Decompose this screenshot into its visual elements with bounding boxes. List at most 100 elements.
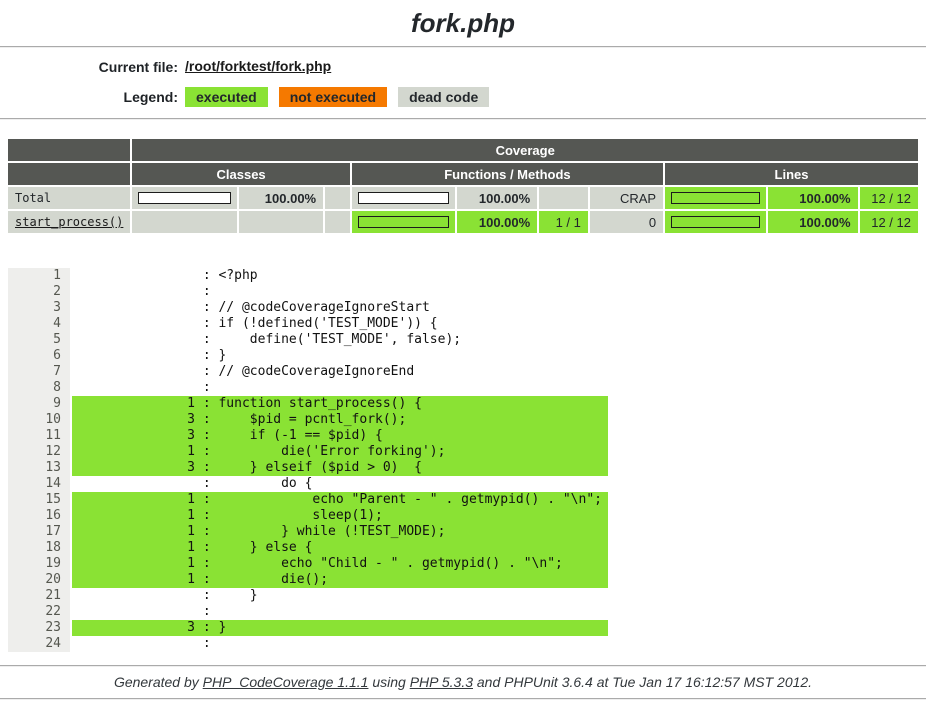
php-link[interactable]: PHP 5.3.3 xyxy=(409,674,473,690)
lines-ratio-cell: 12 / 12 xyxy=(859,187,918,209)
line-number: 18 xyxy=(8,540,70,556)
execution-count: 1 xyxy=(187,572,195,587)
separator: : xyxy=(195,284,219,299)
line-number: 11 xyxy=(8,428,70,444)
code-text: function start_process() { xyxy=(218,396,422,411)
code-text: // @codeCoverageIgnoreStart xyxy=(218,300,430,315)
separator: : xyxy=(195,460,219,475)
legend-item-dead: dead code xyxy=(398,87,490,107)
footer-mid: using xyxy=(368,674,410,690)
line-content: 3 : $pid = pcntl_fork(); xyxy=(72,412,608,428)
execution-count: 3 xyxy=(187,428,195,443)
classes-pct-cell: 100.00% xyxy=(239,187,324,209)
separator: : xyxy=(195,348,219,363)
code-text: define('TEST_MODE', false); xyxy=(218,332,462,347)
code-line: 22 : xyxy=(8,604,926,620)
functions-ratio-cell xyxy=(539,187,588,209)
line-number: 1 xyxy=(8,268,70,284)
coverage-header-row: Coverage xyxy=(8,139,918,161)
separator: : xyxy=(195,412,219,427)
separator: : xyxy=(195,588,219,603)
execution-count: 3 xyxy=(187,620,195,635)
line-content: : <?php xyxy=(72,268,608,284)
code-text: } while (!TEST_MODE); xyxy=(218,524,446,539)
lines-header: Lines xyxy=(665,163,918,185)
separator: : xyxy=(195,604,219,619)
code-line: 13 3 : } elseif ($pid > 0) { xyxy=(8,460,926,476)
code-line: 21 : } xyxy=(8,588,926,604)
line-content: 1 : sleep(1); xyxy=(72,508,608,524)
code-line: 6 : } xyxy=(8,348,926,364)
execution-count: 1 xyxy=(187,524,195,539)
source-code-view: 1 : <?php 2 : 3 : // @codeCoverageIgnore… xyxy=(8,268,926,652)
codecoverage-link[interactable]: PHP_CodeCoverage 1.1.1 xyxy=(202,674,369,690)
code-text: do { xyxy=(218,476,313,491)
execution-count: 3 xyxy=(187,412,195,427)
crap-cell: 0 xyxy=(589,211,664,233)
line-number: 10 xyxy=(8,412,70,428)
functions-pct-cell: 100.00% xyxy=(457,211,538,233)
line-number: 8 xyxy=(8,380,70,396)
separator: : xyxy=(195,620,219,635)
separator: : xyxy=(195,444,219,459)
execution-count: 1 xyxy=(187,540,195,555)
group-header-row: Classes Functions / Methods Lines xyxy=(8,163,918,185)
row-name-cell: start_process() xyxy=(8,211,131,233)
separator: : xyxy=(195,396,219,411)
code-line: 24 : xyxy=(8,636,926,652)
code-line: 10 3 : $pid = pcntl_fork(); xyxy=(8,412,926,428)
coverage-header: Coverage xyxy=(132,139,918,161)
line-content: : xyxy=(72,604,608,620)
code-line: 12 1 : die('Error forking'); xyxy=(8,444,926,460)
progress-bar xyxy=(671,192,761,204)
line-content: : xyxy=(72,380,608,396)
execution-count: 1 xyxy=(187,508,195,523)
footer: Generated by PHP_CodeCoverage 1.1.1 usin… xyxy=(0,674,926,690)
classes-bar-cell xyxy=(132,211,238,233)
classes-ratio-cell xyxy=(325,187,350,209)
line-content: : // @codeCoverageIgnoreStart xyxy=(72,300,608,316)
functions-pct-cell: 100.00% xyxy=(457,187,538,209)
line-content: : define('TEST_MODE', false); xyxy=(72,332,608,348)
line-number: 15 xyxy=(8,492,70,508)
line-number: 5 xyxy=(8,332,70,348)
classes-pct-cell xyxy=(239,211,324,233)
separator: : xyxy=(195,492,219,507)
legend-divider xyxy=(0,118,926,120)
separator: : xyxy=(195,636,219,651)
separator: : xyxy=(195,380,219,395)
function-link[interactable]: start_process() xyxy=(15,215,124,229)
code-line: 11 3 : if (-1 == $pid) { xyxy=(8,428,926,444)
progress-bar xyxy=(671,216,761,228)
code-line: 14 : do { xyxy=(8,476,926,492)
code-text: } else { xyxy=(218,540,313,555)
coverage-table: Coverage Classes Functions / Methods Lin… xyxy=(6,137,920,235)
line-number: 21 xyxy=(8,588,70,604)
page-title: fork.php xyxy=(411,8,515,38)
corner-header-cell xyxy=(8,139,131,161)
code-line: 7 : // @codeCoverageIgnoreEnd xyxy=(8,364,926,380)
code-line: 8 : xyxy=(8,380,926,396)
code-text: die('Error forking'); xyxy=(218,444,446,459)
code-text: die(); xyxy=(218,572,329,587)
line-content: 1 : echo "Parent - " . getmypid() . "\n"… xyxy=(72,492,608,508)
current-file-link[interactable]: /root/forktest/fork.php xyxy=(185,58,332,74)
code-line: 3 : // @codeCoverageIgnoreStart xyxy=(8,300,926,316)
execution-count: 1 xyxy=(187,444,195,459)
line-content: : if (!defined('TEST_MODE')) { xyxy=(72,316,608,332)
classes-header: Classes xyxy=(132,163,350,185)
code-text: $pid = pcntl_fork(); xyxy=(218,412,407,427)
lines-ratio-cell: 12 / 12 xyxy=(859,211,918,233)
line-content: 1 : } while (!TEST_MODE); xyxy=(72,524,608,540)
bottom-divider xyxy=(0,698,926,700)
code-line: 2 : xyxy=(8,284,926,300)
footer-suffix: and PHPUnit 3.6.4 at Tue Jan 17 16:12:57… xyxy=(473,674,813,690)
functions-ratio-cell: 1 / 1 xyxy=(539,211,588,233)
file-info-section: Current file: /root/forktest/fork.php Le… xyxy=(0,58,926,107)
footer-divider xyxy=(0,665,926,667)
functions-bar-cell xyxy=(351,211,455,233)
classes-ratio-cell xyxy=(325,211,350,233)
